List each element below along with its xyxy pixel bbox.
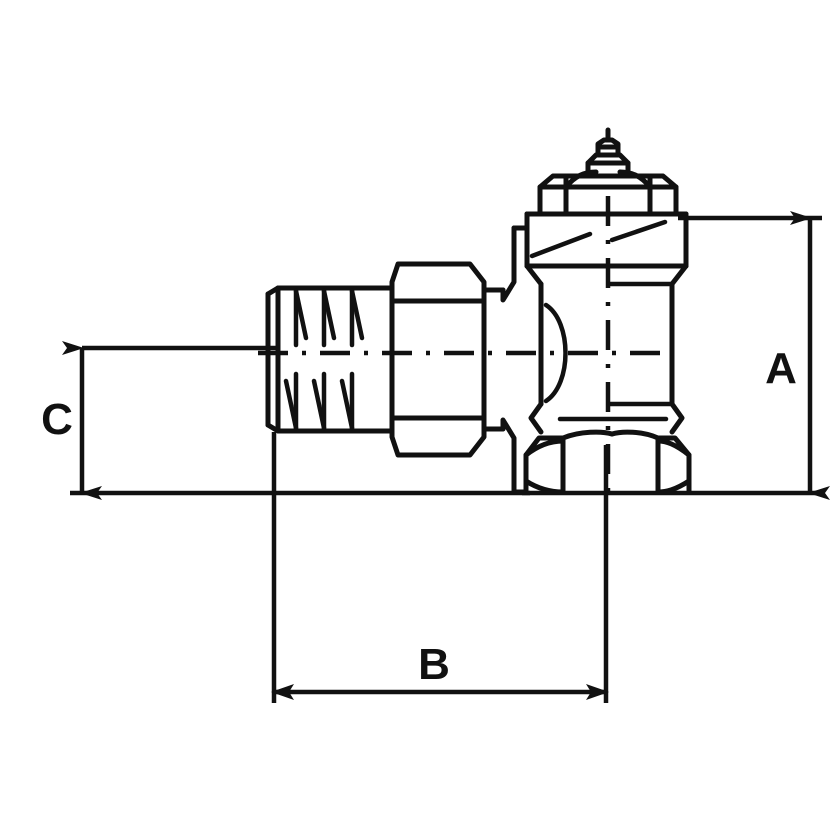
- extension-lines: [70, 215, 822, 703]
- dimension-a-label: A: [765, 344, 797, 393]
- dimension-b-label: B: [418, 640, 450, 689]
- thread-hatch-marks: [283, 288, 365, 431]
- union-hex-nut: [389, 261, 506, 458]
- flange-chamfer-leaders: [529, 219, 668, 259]
- body-inlet-neck: [500, 225, 517, 495]
- body-internal-lines: [557, 281, 675, 422]
- outlet-hex-nut: [523, 429, 692, 495]
- bonnet-hex-nut: [537, 169, 679, 217]
- dimension-b: B: [271, 640, 609, 700]
- dimension-c: C: [41, 341, 102, 500]
- male-threaded-inlet: [265, 285, 395, 434]
- internal-seat-arc: [543, 302, 568, 404]
- dimension-c-label: C: [41, 395, 73, 444]
- spindle-cap: [585, 127, 631, 179]
- dimension-a: A: [765, 211, 830, 500]
